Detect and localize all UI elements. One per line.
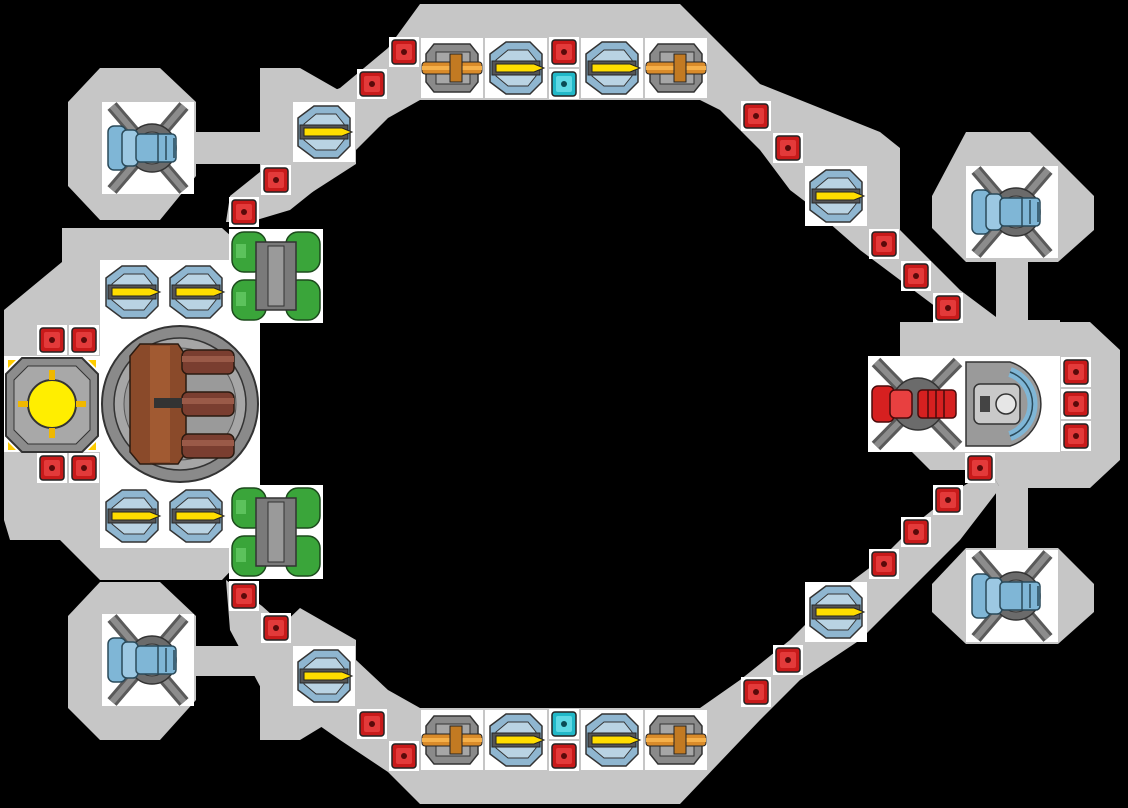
yellow-bolt-launcher-icon[interactable] [580,37,644,99]
red-laser-turret-icon[interactable] [871,357,963,451]
yellow-bolt-launcher-icon[interactable] [164,261,228,323]
red-connector-icon[interactable] [36,452,68,484]
red-connector-icon[interactable] [1060,388,1092,420]
red-connector-icon[interactable] [772,132,804,164]
yellow-bolt-launcher-icon[interactable] [292,101,356,163]
red-connector-icon[interactable] [388,36,420,68]
red-connector-icon[interactable] [548,740,580,772]
reactor-core-icon[interactable] [4,356,100,453]
yellow-bolt-launcher-icon[interactable] [804,165,868,227]
green-fuel-tank-icon[interactable] [228,228,324,324]
red-connector-icon[interactable] [868,548,900,580]
blue-thruster-icon[interactable] [102,102,194,194]
red-connector-icon[interactable] [356,708,388,740]
orange-flak-gun-icon[interactable] [420,709,484,771]
blue-thruster-icon[interactable] [966,166,1058,258]
red-connector-icon[interactable] [388,740,420,772]
red-connector-icon[interactable] [964,452,996,484]
red-connector-icon[interactable] [548,36,580,68]
red-connector-icon[interactable] [68,324,100,356]
blue-thruster-icon[interactable] [102,614,194,706]
cyan-connector-icon[interactable] [548,708,580,740]
red-connector-icon[interactable] [68,452,100,484]
yellow-bolt-launcher-icon[interactable] [100,485,164,547]
yellow-bolt-launcher-icon[interactable] [100,261,164,323]
red-connector-icon[interactable] [260,612,292,644]
cyan-connector-icon[interactable] [548,68,580,100]
left-hub [4,228,324,580]
red-connector-icon[interactable] [1060,356,1092,388]
orange-flak-gun-icon[interactable] [420,37,484,99]
red-connector-icon[interactable] [356,68,388,100]
right-hub [868,356,1092,452]
yellow-bolt-launcher-icon[interactable] [164,485,228,547]
red-connector-icon[interactable] [900,516,932,548]
yellow-bolt-launcher-icon[interactable] [804,581,868,643]
red-connector-icon[interactable] [1060,420,1092,452]
red-connector-icon[interactable] [740,100,772,132]
orange-flak-gun-icon[interactable] [644,709,708,771]
red-connector-icon[interactable] [36,324,68,356]
red-connector-icon[interactable] [228,580,260,612]
red-connector-icon[interactable] [228,196,260,228]
shield-projector-icon[interactable] [965,361,1042,447]
red-connector-icon[interactable] [868,228,900,260]
triple-barrel-turret-icon[interactable] [101,325,259,483]
blue-thruster-icon[interactable] [966,550,1058,642]
red-connector-icon[interactable] [932,484,964,516]
yellow-bolt-launcher-icon[interactable] [580,709,644,771]
green-fuel-tank-icon[interactable] [228,484,324,580]
yellow-bolt-launcher-icon[interactable] [292,645,356,707]
orange-flak-gun-icon[interactable] [644,37,708,99]
red-connector-icon[interactable] [900,260,932,292]
yellow-bolt-launcher-icon[interactable] [484,709,548,771]
red-connector-icon[interactable] [932,292,964,324]
yellow-bolt-launcher-icon[interactable] [484,37,548,99]
red-connector-icon[interactable] [772,644,804,676]
red-connector-icon[interactable] [740,676,772,708]
red-connector-icon[interactable] [260,164,292,196]
